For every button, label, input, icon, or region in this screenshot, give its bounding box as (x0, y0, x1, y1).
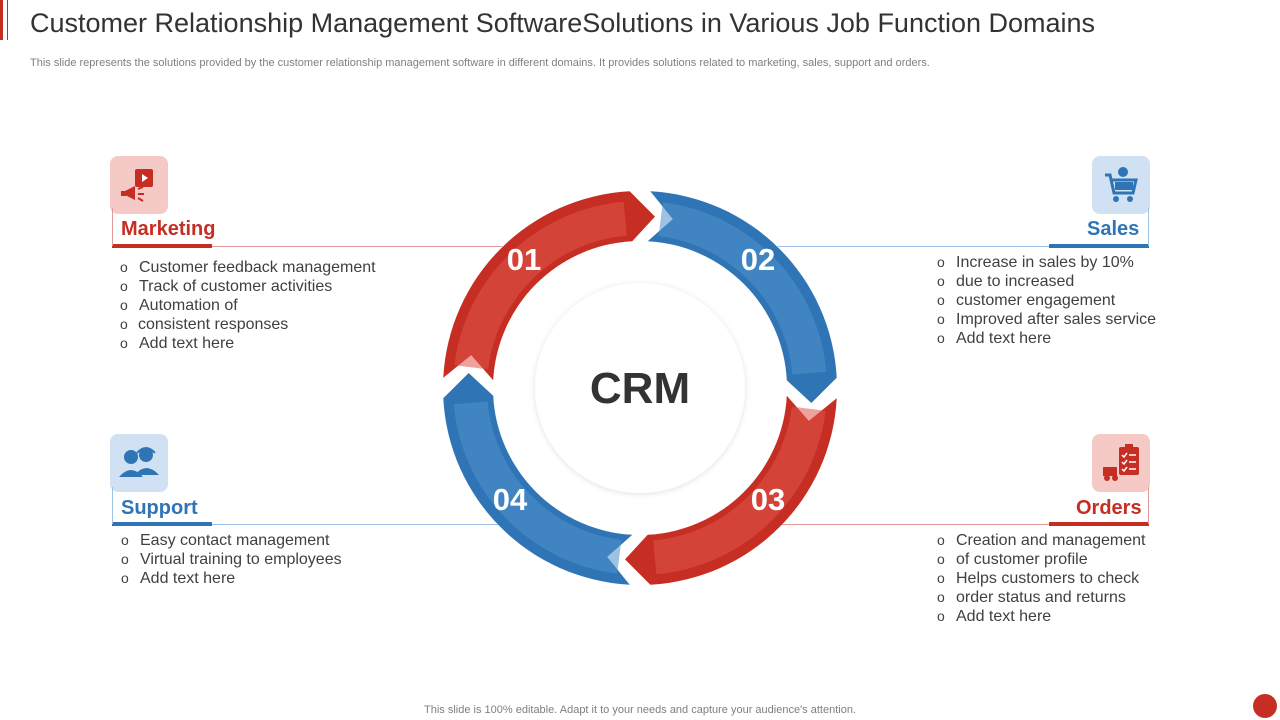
orders-underline (1049, 522, 1149, 526)
ring-segment-highlight-04 (453, 401, 622, 574)
page-subtitle: This slide represents the solutions prov… (30, 57, 930, 69)
list-item: Increase in sales by 10% (937, 253, 1156, 272)
crm-ring-svg: CRM 01 02 03 04 (443, 191, 837, 585)
marketing-connector-line (212, 246, 502, 247)
marketing-icon-tile (110, 156, 168, 214)
support-underline (112, 522, 212, 526)
support-icon-tile (110, 434, 168, 492)
list-item: customer engagement (937, 291, 1156, 310)
ring-segment-highlight-02 (658, 202, 827, 375)
list-item: Improved after sales service (937, 310, 1156, 329)
list-item: consistent responses (120, 315, 376, 334)
list-item: order status and returns (937, 588, 1145, 607)
page-title: Customer Relationship Management Softwar… (30, 8, 1096, 38)
ring-segment-highlight-03 (653, 406, 826, 575)
segment-number-04: 04 (493, 482, 528, 517)
sales-icon-tile (1092, 156, 1150, 214)
list-item: Add text here (937, 329, 1156, 348)
delivery-checklist-icon (1103, 444, 1139, 481)
center-circle (535, 283, 745, 493)
title-accent-line (7, 0, 8, 40)
support-connector-line (212, 524, 502, 525)
support-list: Easy contact management Virtual training… (121, 531, 342, 588)
marketing-underline (112, 244, 212, 248)
orders-connector-line (778, 524, 1049, 525)
orders-label: Orders (1076, 497, 1142, 519)
segment-number-02: 02 (741, 242, 775, 277)
footer-note: This slide is 100% editable. Adapt it to… (424, 704, 856, 716)
shopping-cart-icon (1105, 167, 1138, 202)
megaphone-video-icon (121, 169, 153, 202)
marketing-list: Customer feedback management Track of cu… (120, 258, 376, 353)
orders-icon-tile (1092, 434, 1150, 492)
list-item: Easy contact management (121, 531, 342, 550)
sales-label: Sales (1087, 218, 1140, 240)
segment-number-03: 03 (751, 482, 785, 517)
list-item: of customer profile (937, 550, 1145, 569)
support-label: Support (121, 497, 198, 519)
marketing-connector-vertical (112, 208, 113, 246)
list-item: Customer feedback management (120, 258, 376, 277)
list-item: Virtual training to employees (121, 550, 342, 569)
corner-dot (1253, 694, 1277, 718)
sales-list: Increase in sales by 10% due to increase… (937, 253, 1156, 348)
sales-underline (1049, 244, 1149, 248)
list-item: Automation of (120, 296, 376, 315)
orders-connector-vertical (1148, 487, 1149, 524)
sales-connector-line (778, 246, 1049, 247)
list-item: Creation and management (937, 531, 1145, 550)
list-item: Helps customers to check (937, 569, 1145, 588)
list-item: Add text here (937, 607, 1145, 626)
orders-list: Creation and management of customer prof… (937, 531, 1145, 626)
title-accent-bar (0, 0, 3, 40)
list-item: due to increased (937, 272, 1156, 291)
list-item: Add text here (121, 569, 342, 588)
marketing-label: Marketing (121, 218, 216, 240)
list-item: Add text here (120, 334, 376, 353)
crm-center-label: CRM (590, 364, 690, 413)
support-connector-vertical (112, 487, 113, 524)
segment-number-01: 01 (507, 242, 541, 277)
sales-connector-vertical (1148, 208, 1149, 246)
crm-cycle-diagram: CRM 01 02 03 04 (440, 188, 840, 588)
ring-segment-highlight-01 (454, 201, 627, 370)
list-item: Track of customer activities (120, 277, 376, 296)
headset-users-icon (119, 447, 159, 477)
